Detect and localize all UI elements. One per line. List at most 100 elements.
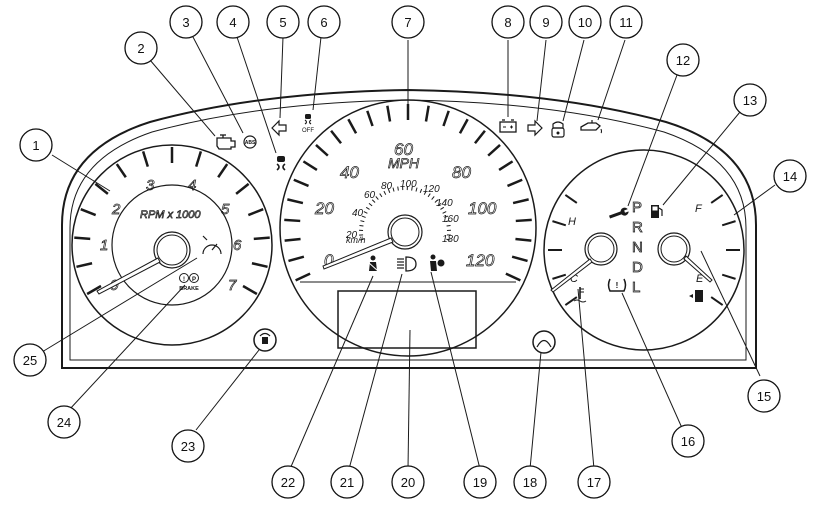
kmh-tick-180: 180 xyxy=(442,234,459,245)
svg-text:13: 13 xyxy=(743,93,757,108)
svg-text:14: 14 xyxy=(783,169,797,184)
kmh-minor-tick-3 xyxy=(359,224,364,227)
speed-tick-mark-7 xyxy=(315,143,329,157)
mph-tick-60: 60 xyxy=(394,140,413,159)
speed-tick-mark-1 xyxy=(288,255,305,263)
kmh-minor-tick-29 xyxy=(445,220,450,223)
seatbelt-warning-icon xyxy=(367,255,379,272)
speed-tick-mark-8 xyxy=(330,129,342,145)
tachometer-ticks xyxy=(74,147,270,296)
kmh-tick-20: 20 xyxy=(345,230,358,241)
abs-warning-icon: ABS xyxy=(243,135,257,149)
traction-off-label: OFF xyxy=(302,128,314,134)
kmh-minor-tick-18 xyxy=(411,186,413,191)
tach-tick-mark-2 xyxy=(74,236,91,241)
tach-tick-6: 6 xyxy=(233,237,242,254)
low-fuel-icon xyxy=(651,205,663,218)
speed-tick-mark-23 xyxy=(511,255,528,263)
tach-tick-mark-12 xyxy=(253,236,270,241)
callout-18: 18 xyxy=(513,465,547,499)
speed-tick-mark-13 xyxy=(424,105,430,122)
tach-tick-2: 2 xyxy=(111,201,121,218)
kmh-minor-tick-15 xyxy=(397,186,399,191)
speed-tick-mark-2 xyxy=(284,237,301,242)
mph-label: MPH xyxy=(388,155,420,171)
svg-text:25: 25 xyxy=(23,353,37,368)
tach-tick-3: 3 xyxy=(146,177,155,194)
kmh-unit-label: km/h xyxy=(346,235,366,245)
trip-reset-button[interactable] xyxy=(253,328,277,352)
right-turn-signal-icon xyxy=(527,119,543,137)
svg-text:!: ! xyxy=(616,281,619,290)
kmh-minor-tick-8 xyxy=(368,202,373,207)
kmh-minor-tick-12 xyxy=(383,190,387,195)
svg-text:3: 3 xyxy=(182,15,189,30)
speed-tick-mark-6 xyxy=(302,160,318,172)
tach-tick-mark-3 xyxy=(80,208,97,217)
speed-tick-mark-17 xyxy=(487,143,501,157)
mph-tick-100: 100 xyxy=(468,199,497,218)
svg-text:12: 12 xyxy=(676,53,690,68)
tach-hub-inner xyxy=(156,234,188,266)
fuel-full-label: F xyxy=(695,203,703,215)
kmh-minor-tick-19 xyxy=(415,187,418,192)
svg-text:23: 23 xyxy=(181,439,195,454)
callout-4: 4 xyxy=(216,5,250,39)
traction-control-icon xyxy=(276,156,286,171)
callout-9: 9 xyxy=(529,5,563,39)
kmh-tick-40: 40 xyxy=(352,208,364,219)
speedometer-bezel xyxy=(279,99,537,357)
tachometer: 0 1 2 3 4 5 6 7 RPM x 1000 ! P BRAKE xyxy=(71,144,273,346)
engine-immobilizer-icon xyxy=(551,121,565,138)
kmh-tick-60: 60 xyxy=(364,190,376,201)
callout-20: 20 xyxy=(391,465,425,499)
svg-text:17: 17 xyxy=(587,475,601,490)
callout-24: 24 xyxy=(47,405,81,439)
svg-text:20: 20 xyxy=(401,475,415,490)
callout-21: 21 xyxy=(330,465,364,499)
svg-text:19: 19 xyxy=(473,475,487,490)
airbag-warning-icon xyxy=(430,254,445,271)
kmh-tick-80: 80 xyxy=(381,181,393,192)
coolant-temperature-icon xyxy=(573,287,587,303)
tach-tick-5: 5 xyxy=(221,201,230,218)
tachometer-bezel xyxy=(71,144,273,346)
kmh-minor-tick-10 xyxy=(375,196,379,200)
mph-tick-120: 120 xyxy=(466,251,495,270)
temp-tick-mark-3 xyxy=(552,220,567,227)
kmh-minor-tick-33 xyxy=(446,238,451,241)
callout-17: 17 xyxy=(577,465,611,499)
kmh-minor-tick-28 xyxy=(444,215,449,218)
svg-text:2: 2 xyxy=(137,41,144,56)
svg-text:1: 1 xyxy=(32,138,39,153)
tach-hub-outer xyxy=(153,231,191,269)
leader-lines xyxy=(41,36,776,470)
callout-6: 6 xyxy=(307,5,341,39)
speedometer-mph-numbers: 0 20 40 60 80 100 120 xyxy=(314,140,498,271)
speed-tick-mark-16 xyxy=(474,129,486,145)
kmh-minor-tick-9 xyxy=(371,199,376,203)
tach-tick-mark-4 xyxy=(94,182,109,195)
illumination-dimmer-button[interactable] xyxy=(532,330,556,354)
gear-p: P xyxy=(632,199,642,216)
speed-tick-mark-24 xyxy=(505,272,521,282)
kmh-minor-tick-14 xyxy=(392,187,395,192)
callout-12: 12 xyxy=(666,43,700,77)
speed-tick-mark-0 xyxy=(295,272,311,282)
svg-text:7: 7 xyxy=(404,15,411,30)
kmh-minor-tick-4 xyxy=(360,220,365,223)
kmh-minor-tick-26 xyxy=(440,206,445,210)
gear-r: R xyxy=(632,219,643,236)
callout-7: 7 xyxy=(391,5,425,39)
tach-tick-mark-5 xyxy=(115,163,127,178)
right-gauge-bezel xyxy=(543,149,745,351)
callouts: 1 2 3 4 5 6 7 8 9 10 11 12 13 14 15 16 1… xyxy=(13,5,807,499)
gear-d: D xyxy=(632,259,643,276)
fuel-tick-mark-4 xyxy=(710,296,724,306)
speed-tick-mark-18 xyxy=(498,160,514,172)
temp-hub-outer xyxy=(584,232,618,266)
temp-cold-label: C xyxy=(570,273,578,285)
speed-tick-mark-11 xyxy=(386,105,392,122)
kmh-minor-tick-24 xyxy=(434,199,439,203)
